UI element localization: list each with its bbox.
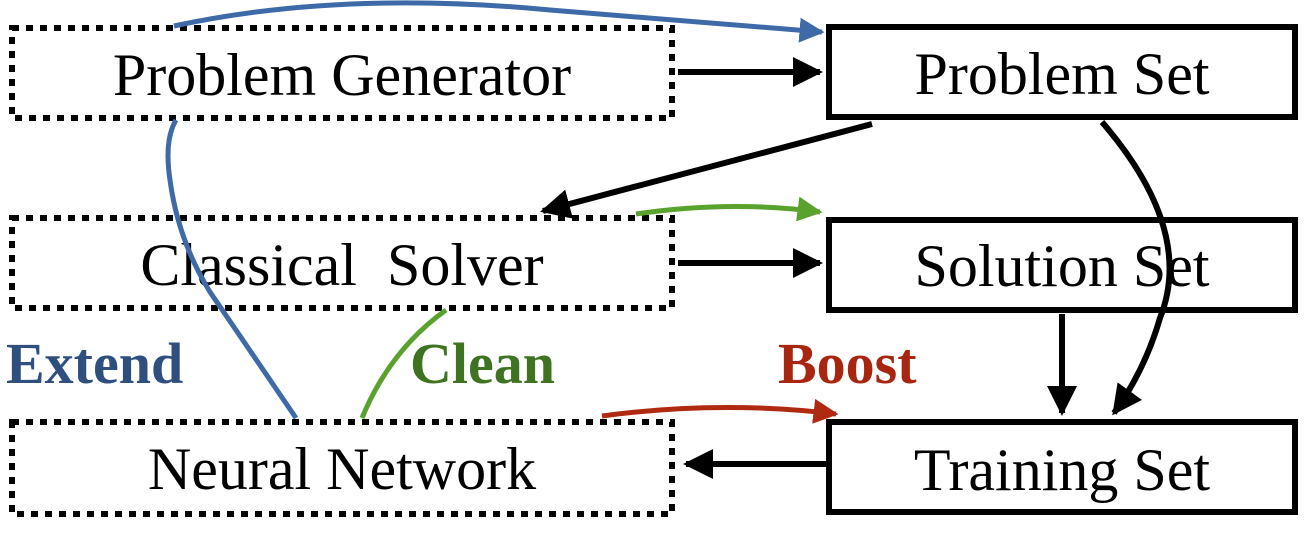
boost-label: Boost — [778, 331, 917, 396]
problem-generator-box — [9, 25, 675, 121]
training-set-label: Training Set — [914, 437, 1210, 503]
extend-arrow — [165, 0, 822, 420]
clean-arrow — [359, 206, 820, 419]
extend-label: Extend — [6, 331, 183, 396]
classical-solver-label: Classical Solver — [140, 232, 543, 298]
training-set-box — [826, 419, 1298, 515]
problem-generator-label: Problem Generator — [113, 42, 571, 108]
solution-set-box — [826, 217, 1298, 313]
solution-set-label: Solution Set — [914, 233, 1209, 299]
classical-solver-box — [9, 215, 675, 311]
clean-label: Clean — [410, 331, 555, 396]
arrow-problem-set-to-training-set — [1099, 120, 1173, 416]
boost-arrow — [601, 398, 839, 424]
neural-network-label: Neural Network — [148, 436, 536, 502]
neural-network-box — [9, 419, 675, 517]
problem-set-label: Problem Set — [915, 41, 1210, 107]
arrow-problem-set-to-solver — [540, 121, 873, 219]
problem-set-box — [826, 24, 1298, 120]
